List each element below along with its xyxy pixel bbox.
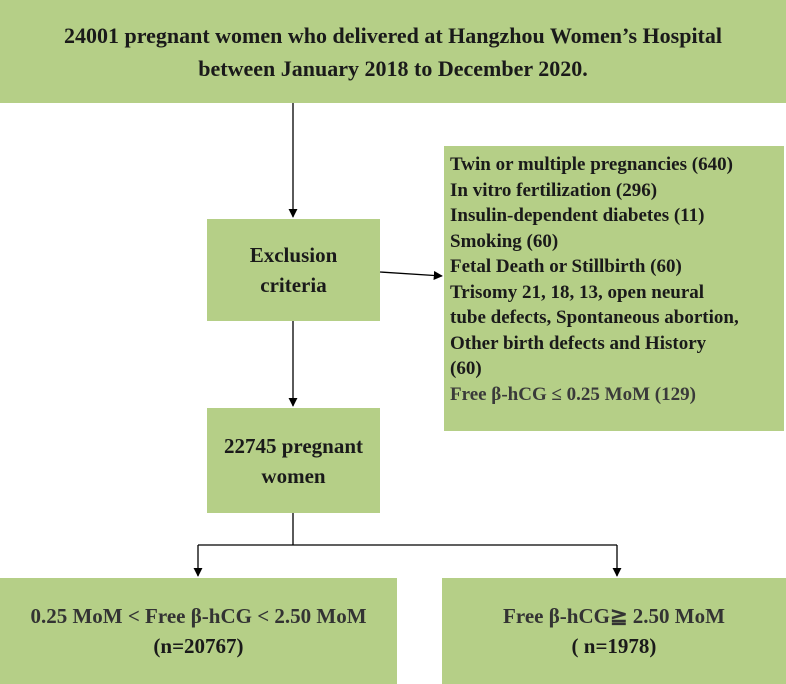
exclusion-item: Trisomy 21, 18, 13, open neural	[450, 281, 705, 303]
normal-group-line-1: 0.25 MoM < Free β-hCG < 2.50 MoM	[30, 604, 367, 628]
exclusion-item: Free β-hCG ≤ 0.25 MoM (129)	[450, 383, 696, 405]
exclusion-item: Smoking (60)	[450, 230, 559, 252]
high-group-line-1: Free β-hCG≧ 2.50 MoM	[503, 604, 725, 628]
exclusion-item: Other birth defects and History	[450, 332, 707, 354]
included-population-line-2: women	[261, 463, 326, 488]
exclusion-item: Insulin-dependent diabetes (11)	[450, 205, 705, 226]
study-population-line-1: 24001 pregnant women who delivered at Ha…	[63, 22, 722, 48]
study-population-line-2: between January 2018 to December 2020.	[198, 55, 588, 81]
exclusion-item: In vitro fertilization (296)	[450, 179, 658, 201]
high-group-box: Free β-hCG≧ 2.50 MoM ( n=1978)	[442, 578, 786, 684]
exclusion-item: Twin or multiple pregnancies (640)	[450, 154, 733, 175]
exclusion-label-line-2: criteria	[260, 273, 327, 297]
included-population-line-1: 22745 pregnant	[223, 433, 364, 458]
high-group-line-2: ( n=1978)	[571, 634, 657, 658]
exclusion-criteria-box: Exclusion criteria	[207, 219, 380, 321]
exclusion-item: (60)	[450, 358, 482, 379]
included-population-box: 22745 pregnant women	[207, 408, 380, 513]
normal-group-line-2: (n=20767)	[153, 634, 244, 658]
study-population-box: 24001 pregnant women who delivered at Ha…	[0, 0, 786, 103]
exclusion-label-line-1: Exclusion	[249, 243, 338, 267]
exclusion-item: Fetal Death or Stillbirth (60)	[450, 256, 682, 277]
arrow-exclusion-to-list	[379, 270, 443, 281]
normal-group-box: 0.25 MoM < Free β-hCG < 2.50 MoM (n=2076…	[0, 578, 397, 684]
exclusion-list-box: Twin or multiple pregnancies (640) In vi…	[444, 146, 784, 431]
exclusion-item: tube defects, Spontaneous abortion,	[450, 307, 739, 328]
